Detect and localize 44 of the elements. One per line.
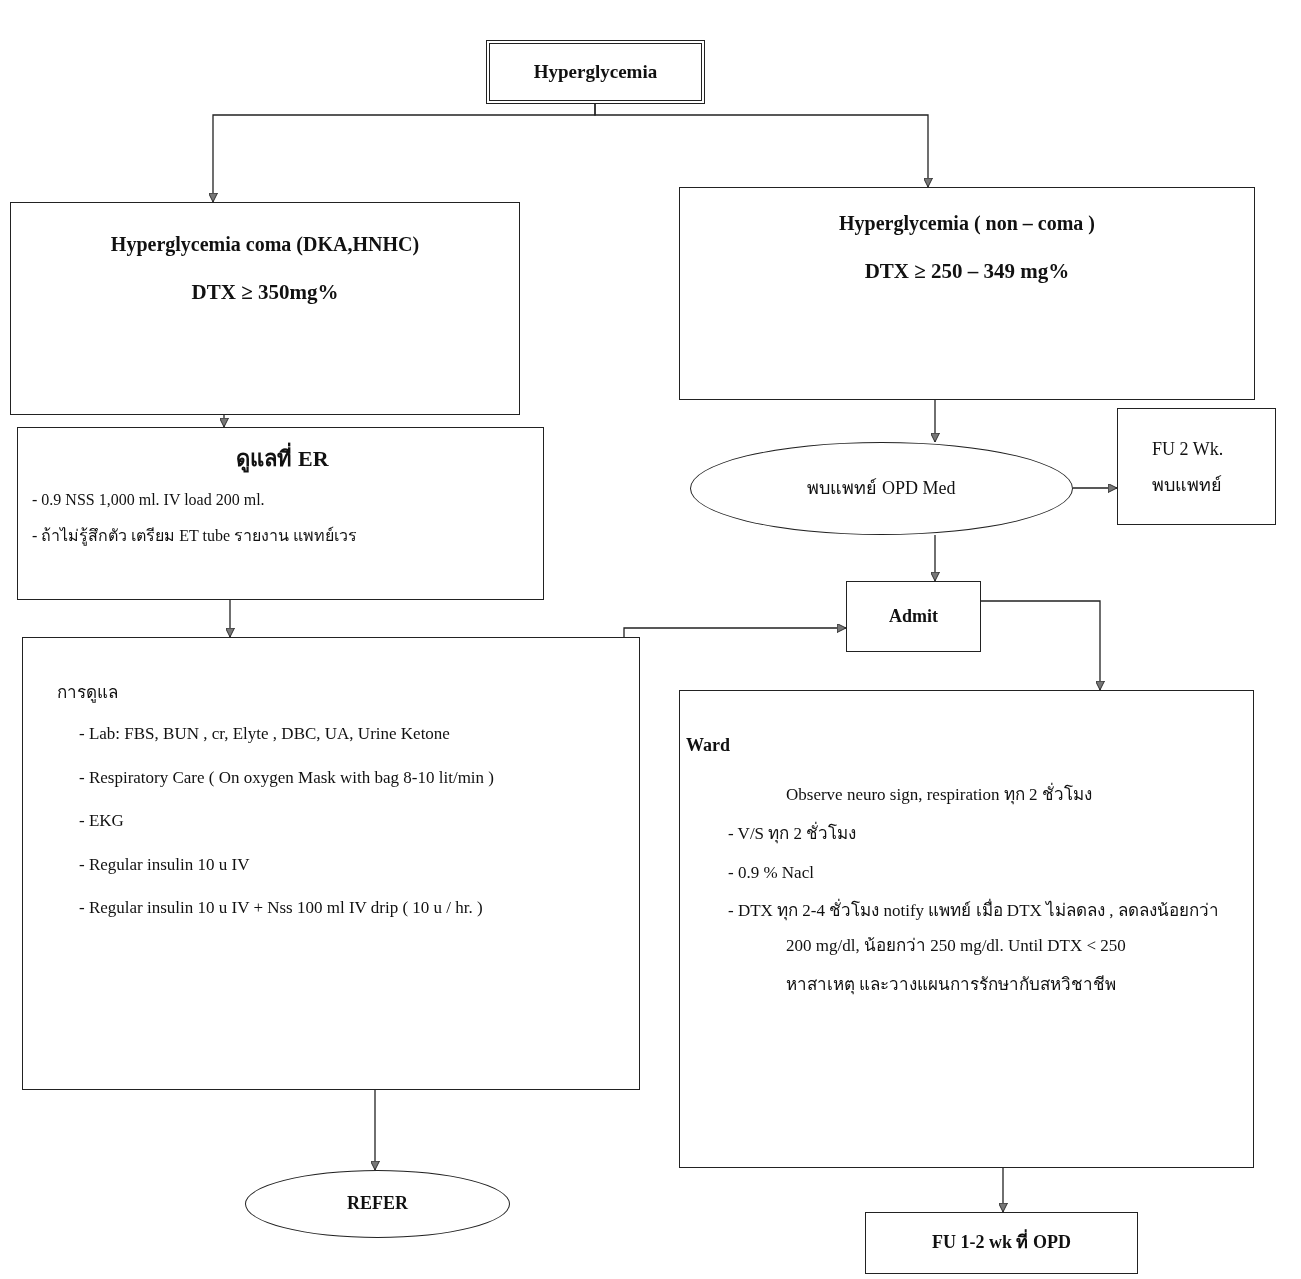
node-text: - EKG xyxy=(78,810,125,833)
node-heading: Admit xyxy=(888,604,939,628)
node-heading: FU 1-2 wk ที่ OPD xyxy=(866,1231,1137,1255)
node-text: - Regular insulin 10 u IV + Nss 100 ml IV drip ( 10 u / hr. ) xyxy=(78,896,484,919)
node-text: DTX ≥ 250 – 349 mg% xyxy=(863,258,1071,285)
node-text: - Respiratory Care ( On oxygen Mask with bag 8-10 lit/min ) xyxy=(78,766,495,789)
node-heading: Ward xyxy=(686,734,731,757)
process-box xyxy=(846,581,981,652)
node-text: - Lab: FBS, BUN , cr, Elyte , DBC, UA, Urine Ketone xyxy=(78,723,451,746)
node-heading: Hyperglycemia xyxy=(532,59,659,84)
arrow xyxy=(594,103,933,188)
arrow xyxy=(998,1167,1008,1213)
arrow xyxy=(980,600,1105,691)
start-box xyxy=(486,40,705,104)
arrow xyxy=(930,399,940,443)
node-text: - DTX ทุก 2-4 ชั่วโมง notify แพทย์ เมื่อ DTX ไม่ลดลง , ลดลงน้อยกว่า 200 mg/dl, น้อยกว่า 250 mg/dl. Until DTX < 250 xyxy=(686,894,1233,965)
process-box xyxy=(679,187,1255,400)
node-text: Observe neuro sign, respiration ทุก 2 ชั่วโมง xyxy=(785,781,1093,807)
node-text: - 0.9 NSS 1,000 ml. IV load 200 ml. xyxy=(32,489,266,510)
arrow xyxy=(219,414,229,428)
process-box xyxy=(22,637,640,1090)
node-heading: FU 2 Wk. พบแพทย์ xyxy=(1152,437,1225,497)
node-text: - ถ้าไม่รู้สึกตัว เตรียม ET tube รายงาน แพทย์เวร xyxy=(32,525,359,548)
node-heading: Hyperglycemia coma (DKA,HNHC) xyxy=(109,232,421,257)
node-text: - V/S ทุก 2 ชั่วโมง xyxy=(727,820,858,846)
node-text: - Regular insulin 10 u IV xyxy=(78,853,251,876)
arrow xyxy=(225,599,235,638)
node-heading: การดูแล xyxy=(57,682,119,705)
process-box xyxy=(17,427,544,600)
arrow xyxy=(370,1089,380,1171)
node-heading: Hyperglycemia ( non – coma ) xyxy=(837,211,1097,236)
arrow xyxy=(930,534,940,582)
node-text: - 0.9 % Nacl xyxy=(727,861,815,884)
node-heading: ดูแลที่ ER xyxy=(32,444,533,475)
arrow xyxy=(623,623,847,638)
node-heading: พบแพทย์ OPD Med xyxy=(806,476,957,500)
node-heading: REFER xyxy=(346,1192,409,1216)
process-box xyxy=(10,202,520,415)
process-box xyxy=(679,690,1254,1168)
process-box xyxy=(1117,408,1276,525)
process-box xyxy=(865,1212,1138,1274)
arrow xyxy=(1072,483,1118,493)
node-text: DTX ≥ 350mg% xyxy=(190,279,340,306)
node-text: หาสาเหตุ และวางแผนการรักษากับสหวิชาชีพ xyxy=(785,974,1118,997)
